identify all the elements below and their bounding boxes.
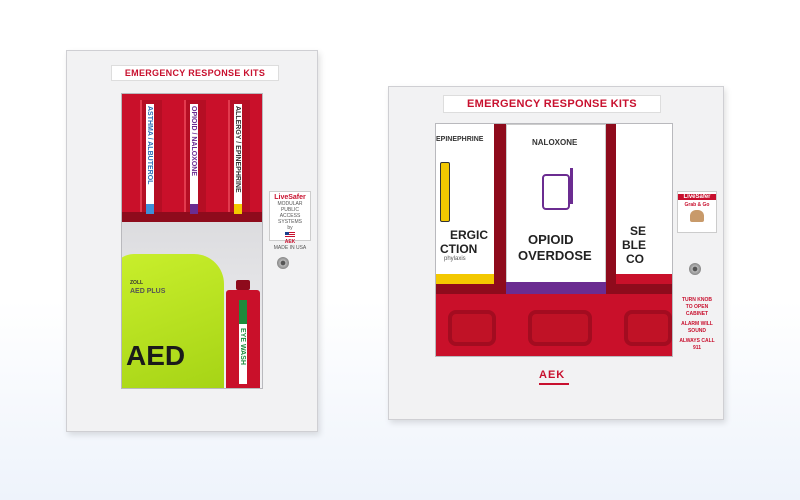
lock-knob-right[interactable] [689, 263, 701, 275]
sticker-brand: LiveSafer [274, 194, 306, 201]
left-cabinet-window: ASTHMA / ALBUTEROL OPIOID / NALOXONE ALL… [121, 93, 263, 389]
left-cabinet-title: EMERGENCY RESPONSE KITS [111, 65, 279, 81]
aed-brand: ZOLL [130, 280, 144, 286]
kit-panel-bleeding [616, 124, 672, 274]
aek-logo: AEK [539, 369, 566, 381]
eyewash-label: EYE WASH [239, 328, 246, 365]
kit-label-opioid: OPIOID / NALOXONE [190, 106, 197, 177]
livesafer-sticker: LiveSafer MODULAR PUBLIC ACCESS SYSTEMS … [269, 191, 311, 251]
lock-knob[interactable] [277, 257, 289, 269]
kit-label-allergy: ALLERGY / EPINEPHRINE [234, 106, 241, 193]
right-cabinet: EMERGENCY RESPONSE KITS EPINEPHRINE ERGI… [388, 86, 724, 420]
aed-model: AED PLUS [130, 288, 166, 295]
right-cabinet-window: EPINEPHRINE ERGIC CTION phylaxis NALOXON… [435, 123, 673, 357]
aed-device [122, 254, 224, 388]
kit-label-asthma: ASTHMA / ALBUTEROL [146, 106, 153, 185]
cabinet-notice: TURN KNOB TO OPEN CABINET ALARM WILL SOU… [679, 297, 715, 351]
flag-icon [285, 232, 295, 238]
dog-icon [690, 210, 704, 222]
left-cabinet: EMERGENCY RESPONSE KITS ASTHMA / ALBUTER… [66, 50, 318, 432]
aed-label: AED [126, 340, 186, 371]
epipen-icon [440, 162, 450, 222]
naloxone-icon [542, 174, 570, 210]
right-cabinet-title: EMERGENCY RESPONSE KITS [443, 95, 661, 113]
livesafer-sticker-right: LiveSafer Grab & Go [677, 191, 717, 233]
